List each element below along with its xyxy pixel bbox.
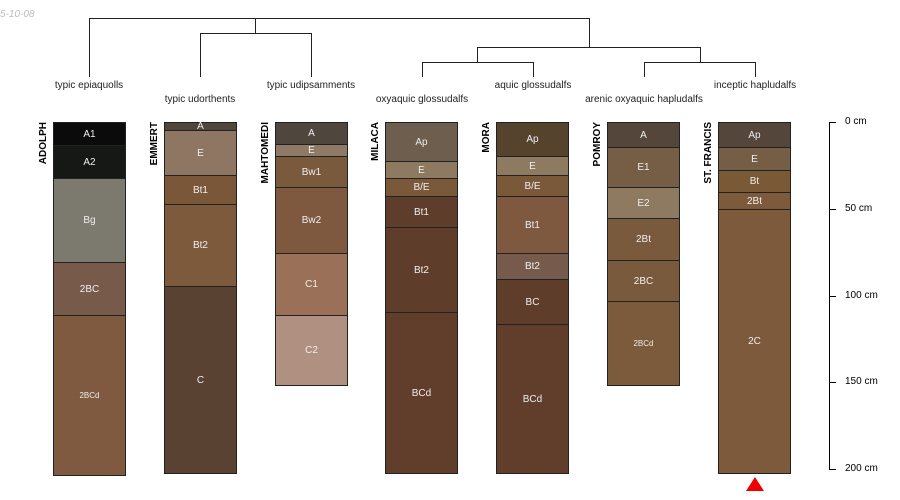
horizon: C (164, 287, 237, 474)
horizon: BCd (496, 325, 569, 474)
horizon: BC (496, 280, 569, 325)
dendrogram-left-branch (200, 33, 312, 77)
depth-axis-line (829, 122, 830, 469)
taxonomy-label: typic udorthents (164, 94, 236, 105)
horizon: 2BC (607, 261, 680, 302)
horizon: Bw2 (275, 188, 348, 254)
horizon: E (718, 148, 791, 171)
depth-tick-label: 0 cm (845, 116, 867, 127)
profile-name: MAHTOMEDI (260, 122, 271, 184)
horizon: Bt2 (496, 254, 569, 280)
horizon: E (496, 157, 569, 176)
depth-tick (829, 469, 836, 470)
horizon: Bg (53, 179, 126, 263)
horizon: E (164, 131, 237, 176)
horizon: Bt (718, 171, 791, 193)
taxonomy-label: aquic glossudalfs (494, 80, 572, 91)
dendrogram (89, 18, 756, 77)
taxonomy-label: arenic oxyaquic hapludalfs (585, 94, 703, 105)
horizon: C1 (275, 254, 348, 316)
horizon: E1 (607, 148, 680, 188)
horizon: Bt2 (385, 228, 458, 313)
horizon: B/E (385, 179, 458, 197)
red-triangle-marker-icon (746, 477, 764, 491)
depth-tick (829, 296, 836, 297)
profile-name: ST. FRANCIS (703, 122, 714, 184)
taxonomy-label: typic udipsamments (266, 80, 356, 91)
horizon: E (275, 145, 348, 157)
horizon: C2 (275, 316, 348, 386)
depth-tick (829, 382, 836, 383)
horizon: 2Bt (607, 219, 680, 261)
profile-name: MORA (481, 122, 492, 153)
depth-tick-label: 200 cm (845, 463, 878, 474)
depth-tick-label: 50 cm (845, 203, 873, 214)
depth-tick-label: 100 cm (845, 290, 878, 301)
horizon: E (385, 162, 458, 179)
horizon: A (607, 122, 680, 148)
depth-tick-label: 150 cm (845, 376, 878, 387)
horizon: 2Bt (718, 193, 791, 210)
date-label: 5-10-08 (0, 9, 35, 20)
depth-tick (829, 122, 836, 123)
horizon: A (164, 121, 237, 132)
profile-name: EMMERT (149, 122, 160, 166)
profile-name: ADOLPH (38, 122, 49, 165)
horizon: 2BCd (53, 316, 126, 476)
horizon: Bt1 (496, 197, 569, 254)
dendrogram-root (89, 18, 590, 77)
horizon: Ap (718, 122, 791, 148)
profile-name: MILACA (370, 122, 381, 161)
profile-name: POMROY (592, 122, 603, 167)
taxonomy-label: typic epiaquolls (54, 80, 124, 91)
horizon: 2BCd (607, 302, 680, 386)
horizon: Ap (496, 122, 569, 157)
horizon: A (275, 122, 348, 145)
horizon: Bw1 (275, 157, 348, 188)
horizon: Bt1 (164, 176, 237, 205)
horizon: 2BC (53, 263, 126, 316)
horizon: Bt1 (385, 197, 458, 228)
horizon: B/E (496, 176, 569, 197)
horizon: 2C (718, 210, 791, 474)
horizon: Ap (385, 122, 458, 162)
horizon: A2 (53, 146, 126, 179)
depth-tick (829, 209, 836, 210)
horizon: Bt2 (164, 205, 237, 287)
taxonomy-label: inceptic hapludalfs (713, 80, 797, 91)
taxonomy-label: oxyaquic glossudalfs (375, 94, 469, 105)
horizon: A1 (53, 122, 126, 146)
horizon: E2 (607, 188, 680, 219)
dendrogram-right-branch (422, 47, 756, 77)
horizon: BCd (385, 313, 458, 474)
